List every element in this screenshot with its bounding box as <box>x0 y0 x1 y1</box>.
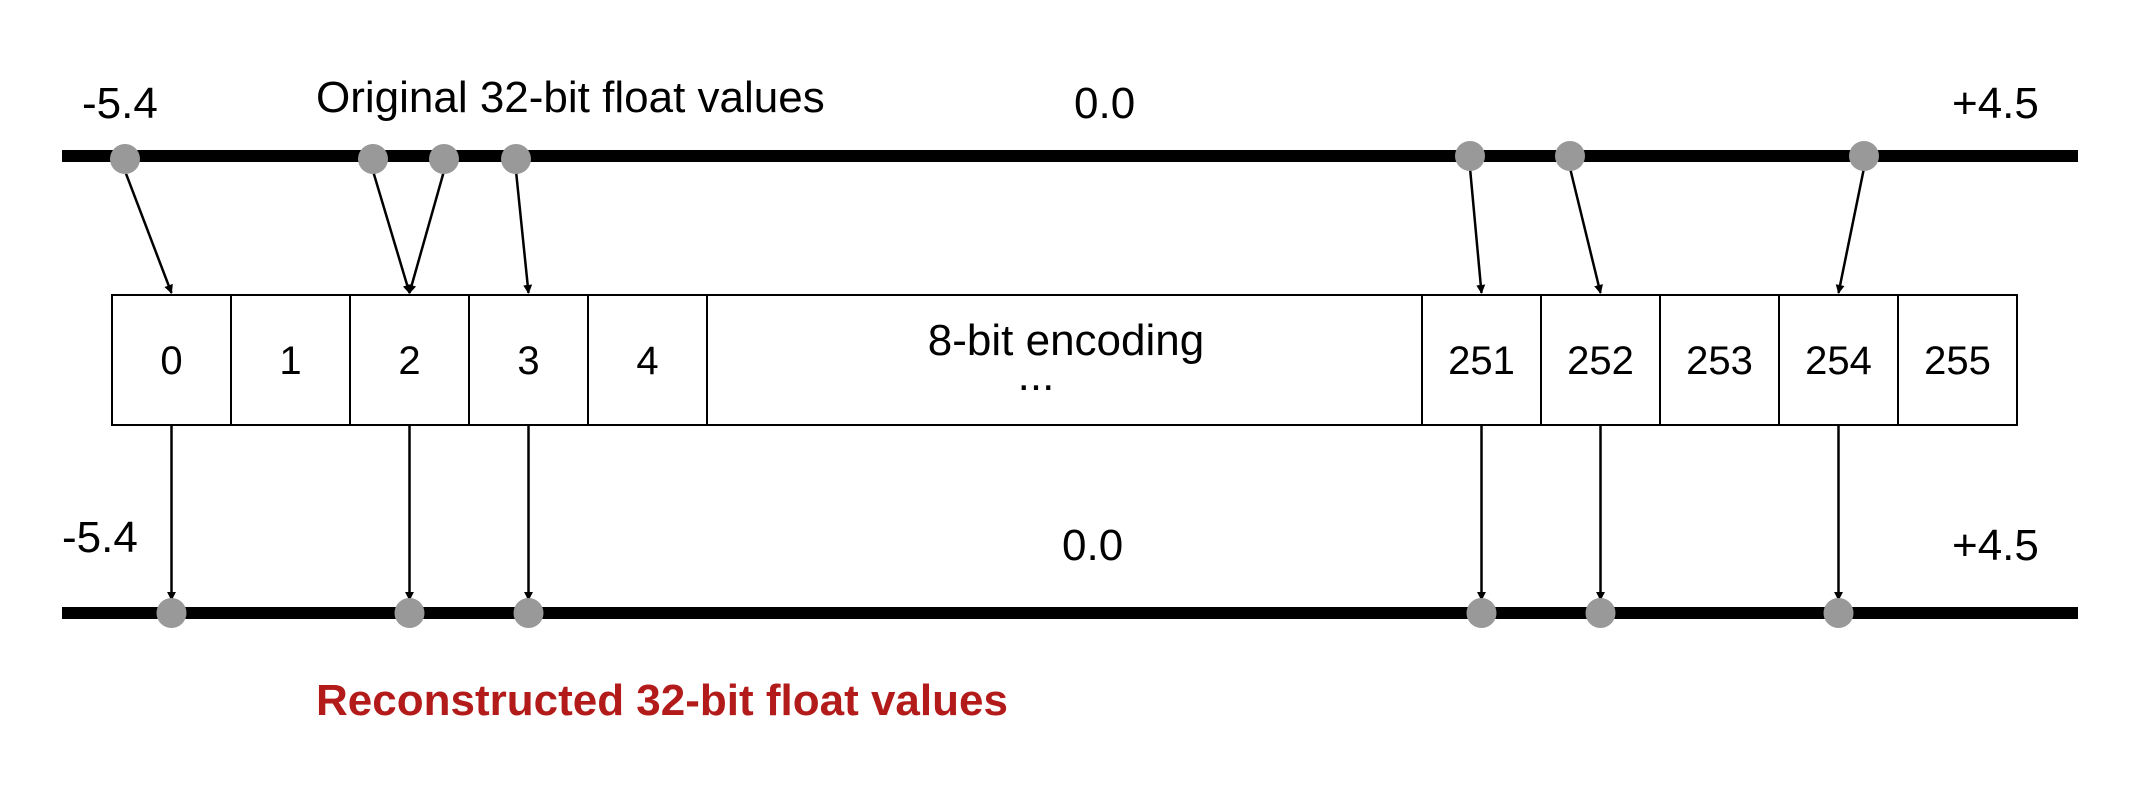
reconstructed-value-dot <box>156 598 187 628</box>
encoding-cell: 255 <box>1897 294 2018 426</box>
reconstructed-value-dot <box>1466 598 1497 628</box>
encoding-cell-box <box>1897 294 2018 426</box>
bottom-dots <box>156 598 1854 628</box>
mapping-arrow <box>514 170 533 294</box>
encoding-cell-box <box>1659 294 1780 426</box>
original-value-dot <box>1555 141 1585 171</box>
encoding-cell: 253 <box>1659 294 1780 426</box>
original-value-dot <box>358 144 388 174</box>
encoding-cell-label: 253 <box>1686 339 1753 383</box>
encoding-cell-label: 4 <box>636 339 658 383</box>
encoding-cell-box <box>706 294 1423 426</box>
mapping-arrow <box>1568 167 1603 294</box>
original-value-dot <box>1455 141 1485 171</box>
encoding-ellipsis: ... <box>1018 351 1055 400</box>
encoding-cell-box <box>230 294 351 426</box>
bottom-axis-left-label: -5.4 <box>62 513 138 562</box>
mapping-arrow <box>123 170 173 294</box>
mapping-arrow <box>1468 167 1486 294</box>
encoding-cell-label: 3 <box>517 339 539 383</box>
encoding-cell-box <box>468 294 589 426</box>
encoding-cell: 0 <box>111 294 232 426</box>
encoding-cell: 254 <box>1778 294 1899 426</box>
top-dots <box>110 141 1879 174</box>
original-value-dot <box>110 144 140 174</box>
top-axis-left-label: -5.4 <box>82 79 158 128</box>
encoding-cell: 252 <box>1540 294 1661 426</box>
bottom-axis-right-label: +4.5 <box>1952 521 2039 570</box>
top-axis-title: Original 32-bit float values <box>316 73 825 122</box>
encoding-cells: 0 1 2 3 4 251 252 253 254 255 <box>111 294 2018 426</box>
top-arrows <box>123 167 1866 294</box>
reconstructed-value-dot <box>513 598 544 628</box>
encoding-cell-label: 252 <box>1567 339 1634 383</box>
encoding-cell-label: 2 <box>398 339 420 383</box>
encoding-cell: 1 <box>230 294 351 426</box>
encoding-cell: 3 <box>468 294 589 426</box>
encoding-cell-box <box>587 294 708 426</box>
encoding-cell: 2 <box>349 294 470 426</box>
encoding-cell-box <box>1540 294 1661 426</box>
reconstructed-value-dot <box>394 598 425 628</box>
top-axis-right-label: +4.5 <box>1952 79 2039 128</box>
original-value-dot <box>1849 141 1879 171</box>
encoding-cell-box <box>111 294 232 426</box>
encoding-cell-label: 251 <box>1448 339 1515 383</box>
original-value-dot <box>429 144 459 174</box>
encoding-cell-label: 0 <box>160 339 182 383</box>
original-value-dot <box>501 144 531 174</box>
bottom-axis-center-label: 0.0 <box>1062 521 1123 570</box>
encoding-cell-label: 254 <box>1805 339 1872 383</box>
encoding-cell <box>706 294 1423 426</box>
bottom-axis-title: Reconstructed 32-bit float values <box>316 676 1008 725</box>
bottom-arrows <box>167 425 1843 601</box>
mapping-arrow <box>407 170 446 294</box>
encoding-cell: 251 <box>1421 294 1542 426</box>
encoding-cell-label: 1 <box>279 339 301 383</box>
top-axis-center-label: 0.0 <box>1074 79 1135 128</box>
encoding-cell-label: 255 <box>1924 339 1991 383</box>
encoding-label: 8-bit encoding <box>928 316 1204 365</box>
mapping-arrow <box>1835 167 1866 294</box>
reconstructed-value-dot <box>1823 598 1854 628</box>
reconstructed-value-dot <box>1585 598 1616 628</box>
encoding-cell: 4 <box>587 294 708 426</box>
mapping-arrow <box>371 170 412 294</box>
